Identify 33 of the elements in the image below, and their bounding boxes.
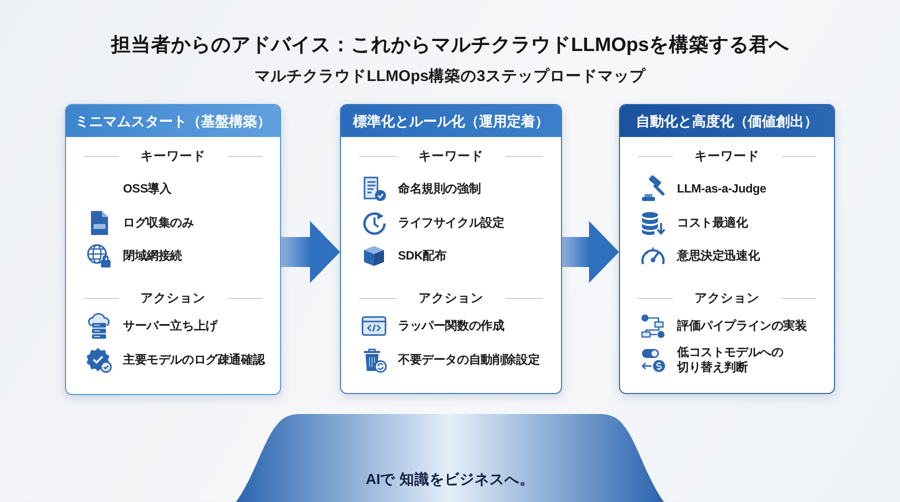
keyword-text: 意思決定迅速化 [677,248,760,264]
section-heading: アクション [140,290,206,307]
panel-header: 自動化と高度化（価値創出） [620,105,834,137]
action-text: ラッパー関数の作成 [398,318,504,334]
arrow [562,221,619,283]
action-text: 主要モデルのログ疎通確認 [123,352,265,368]
keyword-text: ライフサイクル設定 [398,216,504,230]
section-heading: アクション [694,290,760,307]
keyword-text: 命名規則の強制 [398,182,481,196]
action-text: 不要データの自動削除設定 [398,352,540,368]
keyword-text: ログ収集のみ [123,216,194,230]
keyword-text: 閉域網接続 [123,248,182,264]
section-heading: キーワード [418,148,484,165]
section-heading: キーワード [140,148,206,165]
panel-header: 標準化とルール化（運用定着） [341,105,561,137]
step-panel [340,104,562,394]
keyword-text: コスト最適化 [677,216,748,230]
action-text: サーバー立ち上げ [123,318,218,334]
action-text: 評価パイプラインの実装 [677,318,807,334]
title: 担当者からのアドバイス：これからマルチクラウドLLMOpsを構築する君へ [111,33,789,58]
arrow [281,221,340,283]
subtitle: マルチクラウドLLMOps構築の3ステップロードマップ [254,66,646,87]
tagline-text: AIで 知識をビジネスへ。 [366,470,534,490]
keyword-text: SDK配布 [398,248,446,264]
section-heading: キーワード [694,148,760,165]
keyword-text: LLM-as-a-Judge [677,182,766,196]
action-text: 低コストモデルへの切り替え判断 [677,345,784,375]
keyword-text: OSS導入 [123,182,172,196]
footer-band [236,414,664,502]
panel-header: ミニマムスタート（基盤構築） [66,105,280,137]
step-panel [65,104,281,395]
section-heading: アクション [418,290,484,307]
step-panel [619,104,835,394]
